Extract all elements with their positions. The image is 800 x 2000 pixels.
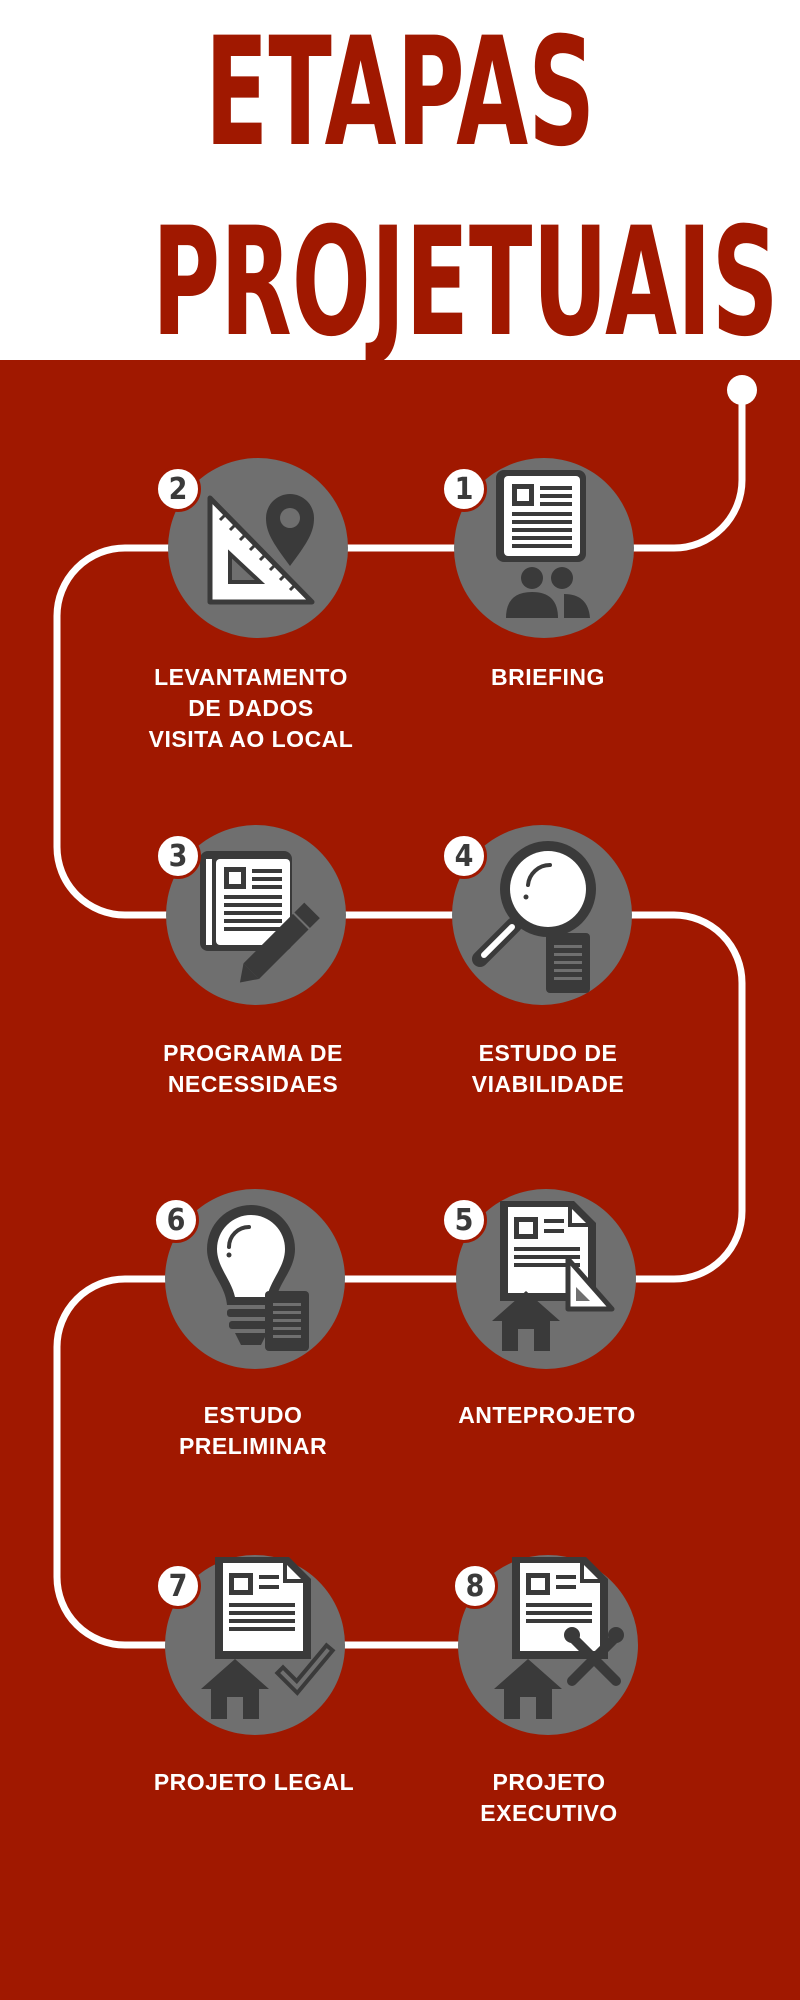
step-4-circle <box>452 825 632 1005</box>
step-6-number: 6 <box>153 1197 199 1243</box>
magnifier-document-icon <box>472 841 596 993</box>
title-line-2: PROJETUAIS <box>152 196 779 370</box>
house-document-ruler-icon <box>492 1201 615 1351</box>
connector-path <box>53 375 757 1649</box>
step-3-label: PROGRAMA DE NECESSIDAES <box>163 1040 343 1097</box>
step-2-number: 2 <box>155 466 201 512</box>
house-document-tools-icon <box>494 1557 624 1719</box>
step-4-number: 4 <box>441 833 487 879</box>
step-6-label: ESTUDO PRELIMINAR <box>178 1402 328 1459</box>
steps-area: 1 BRIEFING 2 LEV <box>0 360 800 2000</box>
title-line-1: ETAPAS <box>204 6 596 180</box>
step-5-label: ANTEPROJETO <box>458 1402 636 1428</box>
document-people-icon <box>496 470 590 618</box>
step-1-label: BRIEFING <box>491 664 605 690</box>
step-3-circle <box>166 825 346 1005</box>
header: ETAPAS PROJETUAIS <box>0 0 800 360</box>
path-start-dot <box>727 375 757 405</box>
step-4-label: ESTUDO DE VIABILIDADE <box>471 1040 625 1097</box>
step-8-label: PROJETO EXECUTIVO <box>480 1769 618 1826</box>
step-2-label: LEVANTAMENTO DE DADOS VISITA AO LOCAL <box>148 664 354 752</box>
step-7-label: PROJETO LEGAL <box>153 1769 355 1795</box>
step-6-circle <box>165 1189 345 1369</box>
step-5-number: 5 <box>441 1197 487 1243</box>
lightbulb-document-icon <box>207 1205 309 1351</box>
step-1-number: 1 <box>441 466 487 512</box>
step-8-number: 8 <box>452 1563 498 1609</box>
house-document-check-icon <box>201 1557 336 1719</box>
step-3-number: 3 <box>155 833 201 879</box>
document-pencil-icon <box>200 851 320 983</box>
step-7-number: 7 <box>155 1563 201 1609</box>
ruler-location-pin-icon <box>207 494 315 605</box>
